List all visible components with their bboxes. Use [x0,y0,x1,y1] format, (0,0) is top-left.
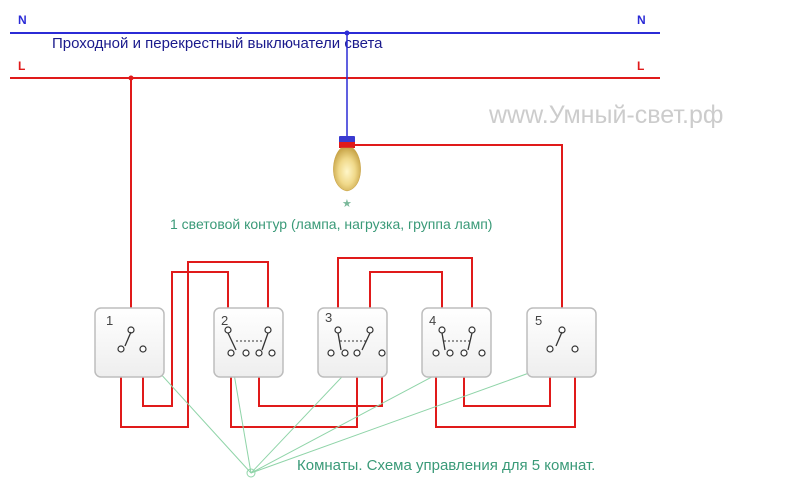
site-watermark: www.Умный-свет.рф [488,101,723,129]
line-label-left: L [18,59,25,73]
switch-number: 3 [325,310,332,325]
switch-5: 5 [526,307,597,378]
neutral-label-right: N [637,13,646,27]
switch-box [213,307,284,378]
switch-box [421,307,492,378]
switch-box [526,307,597,378]
star-marker-icon: ★ [342,198,352,210]
pointer-lines [147,359,544,474]
lamp-caption: 1 световой контур (лампа, нагрузка, груп… [170,216,492,232]
switch-number: 1 [106,313,113,328]
switch-4: 4 [421,307,492,378]
lamp [333,136,361,192]
switch-number: 5 [535,313,542,328]
switch-box [94,307,165,378]
neutral-label-left: N [18,13,27,27]
switch-2: 2 [213,307,284,378]
switch-number: 2 [221,313,228,328]
diagram-title: Проходной и перекрестный выключатели све… [52,35,383,52]
pointer-origin [246,468,256,478]
red-wiring [120,78,576,428]
switch-box [317,307,388,378]
switch-1: 1 [94,307,165,378]
switch-3: 3 [317,307,388,378]
footer-caption: Комнаты. Схема управления для 5 комнат. [297,457,595,474]
line-label-right: L [637,59,644,73]
bulb-icon [333,147,361,192]
switch-number: 4 [429,313,436,328]
